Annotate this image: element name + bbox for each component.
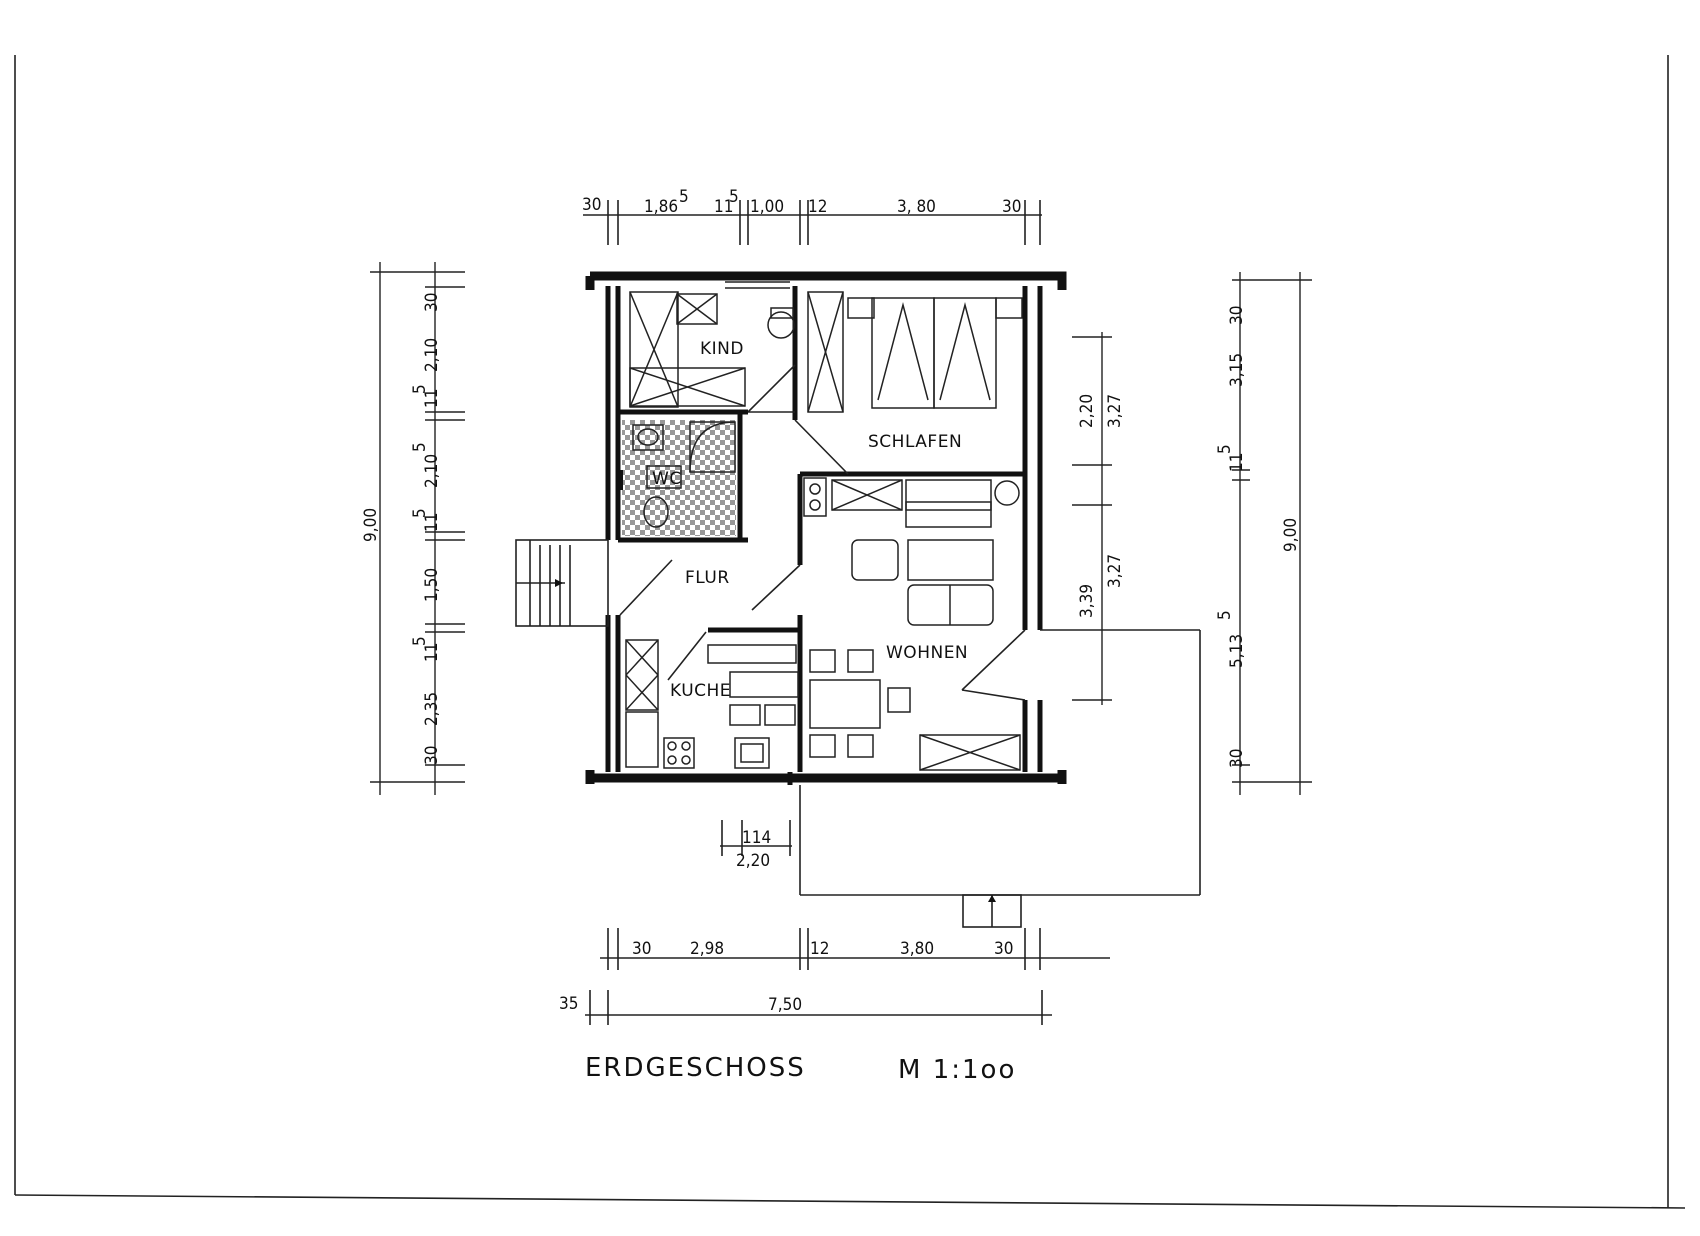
room-label-kueche: KUCHE — [670, 681, 731, 701]
dim-right-inner-4: 3,27 — [1105, 554, 1125, 588]
dim-right-outer-7: 30 — [1227, 749, 1247, 768]
dim-left-5: 2,10 — [422, 454, 442, 488]
dim-left-2: 2,10 — [422, 338, 442, 372]
entrance-steps — [515, 539, 609, 627]
title-block: ERDGESCHOSS M 1:1oo — [585, 1053, 1016, 1085]
dim-left-6: 5 — [410, 442, 430, 452]
kind-furniture — [629, 291, 795, 408]
dim-right-outer-2: 3,15 — [1227, 353, 1247, 387]
dim-right-outer-1: 30 — [1227, 306, 1247, 325]
dim-right-inner-1: 2,20 — [1077, 394, 1097, 428]
right-outer-dimension-chain: 30 3,15 11 5 5,13 5 30 9,00 — [1215, 272, 1312, 795]
room-label-flur: FLUR — [685, 568, 730, 588]
dim-left-12: 2,35 — [422, 692, 442, 726]
dim-top-3: 5 — [679, 187, 689, 207]
dim-top-9: 30 — [1002, 197, 1021, 217]
dim-bottom-3: 12 — [810, 939, 829, 959]
right-inner-dimension-chain: 2,20 3,27 3,39 3,27 — [1072, 332, 1125, 705]
dim-right-inner-3: 3,39 — [1077, 584, 1097, 618]
drawing-title: ERDGESCHOSS — [585, 1053, 806, 1083]
bottom-dimension-chain: 30 2,98 12 3,80 30 35 7,50 — [559, 928, 1110, 1025]
dim-top-7: 12 — [808, 197, 827, 217]
dim-door-2: 2,20 — [736, 851, 770, 871]
dim-bottom-1: 30 — [632, 939, 651, 959]
terrace — [799, 629, 1201, 928]
dim-top-8: 3, 80 — [897, 197, 936, 217]
dim-top-2: 1,86 — [644, 197, 678, 217]
dim-left-1: 30 — [422, 293, 442, 312]
dim-bottom-2: 2,98 — [690, 939, 724, 959]
wc-furniture — [617, 420, 736, 536]
room-label-wc: WC — [652, 469, 682, 489]
dim-left-11: 5 — [410, 636, 430, 646]
interior-walls — [618, 286, 1025, 785]
dim-right-outer-4: 5 — [1215, 444, 1235, 454]
dim-right-total: 9,00 — [1281, 518, 1301, 552]
room-label-kind: KIND — [700, 339, 744, 359]
dim-left-7: 11 — [422, 513, 442, 532]
page-frame — [14, 55, 1686, 1209]
dim-left-total: 9,00 — [361, 508, 381, 542]
kueche-furniture — [625, 639, 799, 769]
room-label-wohnen: WOHNEN — [886, 643, 968, 663]
dim-bottom-7: 7,50 — [768, 995, 802, 1015]
dim-top-6: 1,00 — [750, 197, 784, 217]
dim-bottom-5: 30 — [994, 939, 1013, 959]
wohnen-furniture — [803, 477, 1021, 771]
dim-top-1: 30 — [582, 195, 601, 215]
door-swings — [619, 364, 1026, 701]
dim-left-13: 30 — [422, 746, 442, 765]
dim-left-10: 11 — [422, 643, 442, 662]
dim-door-1: 114 — [742, 828, 771, 848]
dim-right-outer-5: 5,13 — [1227, 634, 1247, 668]
drawing-scale: M 1:1oo — [898, 1055, 1016, 1085]
schlafen-furniture — [807, 291, 1023, 413]
dim-top-5: 5 — [729, 187, 739, 207]
dim-left-9: 1,50 — [422, 568, 442, 602]
dim-left-8: 5 — [410, 508, 430, 518]
dim-right-inner-2: 3,27 — [1105, 394, 1125, 428]
dim-right-outer-3: 11 — [1227, 453, 1247, 472]
top-dimension-chain: 30 1,86 5 11 5 1,00 12 3, 80 30 — [582, 187, 1042, 245]
room-labels: KIND SCHLAFEN WC FLUR KUCHE WOHNEN — [652, 339, 968, 701]
dim-right-outer-6: 5 — [1215, 610, 1235, 620]
left-dimension-chain: 9,00 30 2,10 11 5 2,10 5 11 5 1,50 11 5 … — [361, 262, 465, 795]
dim-bottom-4: 3,80 — [900, 939, 934, 959]
dim-left-3: 11 — [422, 389, 442, 408]
dim-left-4: 5 — [410, 384, 430, 394]
door-dimension: 114 2,20 — [720, 820, 792, 871]
room-label-schlafen: SCHLAFEN — [868, 432, 962, 452]
dim-top-4: 11 — [714, 197, 733, 217]
dim-bottom-6: 35 — [559, 994, 578, 1014]
